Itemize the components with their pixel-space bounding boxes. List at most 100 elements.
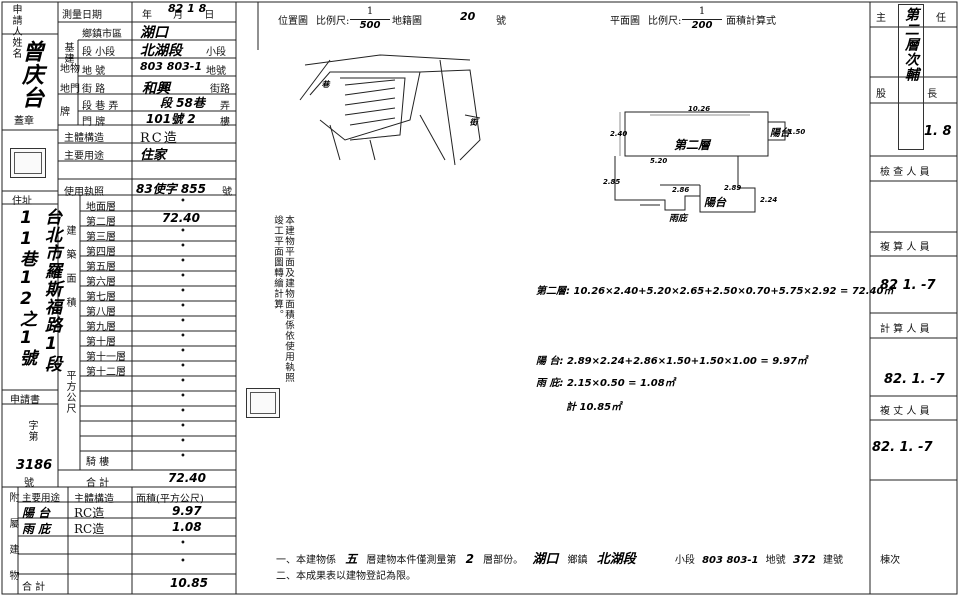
door-label: 地門 [60,84,80,95]
location-scale-num: 1 [366,6,374,17]
floor-row-area: • [180,331,186,342]
plan-dim-4: 2.85 [603,178,621,186]
use-value: 住家 [140,148,167,163]
plan-dim-5: 1.50 [788,128,806,136]
word-label: 字第 [26,420,37,442]
plan-dim-3: 5.20 [650,157,668,165]
calc-total: 計 10.85㎡ [566,402,622,413]
floor-row-area: • [180,301,186,312]
section-label: 段 小段 [82,47,116,58]
annex-row-structure: RC造 [74,522,105,536]
survey-date-units: 年 月 日 [142,10,215,21]
plan-title: 平面圖 [610,16,640,27]
map-lot-tag: 巷 [321,80,330,89]
number-value: 101號 2 [146,112,196,126]
street-suffix: 街路 [210,84,230,95]
annex-row-use: 雨 庇 [22,522,51,536]
map-street-tag: 街 [469,118,478,127]
floor-total-label: 合 計 [86,478,110,489]
enlarger-date: 82. 1. -7 [872,440,933,455]
address-label: 住址 [12,196,32,207]
location-scale-den: 500 [359,20,381,31]
application-label: 申請書 [10,395,40,406]
annex-row-area: • [180,556,186,567]
license-value: 83使字 855 [136,182,206,196]
floor-row-label: 第十層 [86,337,116,348]
floor-row-label: 第六層 [86,277,116,288]
floor-row-area: • [180,376,186,387]
checker-label: 檢 查 人 員 [880,167,930,178]
plan-dim-7: 2.24 [760,196,778,204]
reviewer-label: 複 算 人 員 [880,242,930,253]
doc-number: 3186 [16,458,53,473]
location-sheet-label: 地籍圖 [392,16,422,27]
lane-label: 段 巷 弄 [82,101,119,112]
floor-row-area: • [180,361,186,372]
plan-balcony-label: 陽台 [704,196,726,209]
floor-row-area: • [180,316,186,327]
calc-balcony: 陽 台: 2.89×2.24+2.86×1.50+1.50×1.00 = 9.9… [536,356,807,367]
floor-row-area: • [180,406,186,417]
floor-row-label: 第八層 [86,307,116,318]
location-sheet-suffix: 號 [496,16,506,27]
calc-canopy: 雨 庇: 2.15×0.50 = 1.08㎡ [536,378,675,389]
floor-row-area: • [180,196,186,207]
plan-scale-num: 1 [698,6,706,17]
floor-row-area: • [180,271,186,282]
floor-row-label: 第三層 [86,232,116,243]
floor-row-label: 騎 樓 [86,457,110,468]
floor-row-area: • [180,421,186,432]
annex-total-value: 10.85 [170,576,208,590]
location-map-sketch [299,54,481,166]
structure-label: 主體構造 [64,133,104,144]
floor-row-area: • [180,241,186,252]
annex-side-label: 附屬建物 [7,492,18,596]
floor-row-label: 第四層 [86,247,116,258]
location-scale-label: 比例尺: [316,16,350,27]
applicant-label: 申請人姓名 [10,4,21,59]
floor-row-area: • [180,436,186,447]
annex-total-label: 合 計 [22,582,46,593]
annex-row-area: 1.08 [172,520,202,534]
floor-row-label: 第十二層 [86,367,126,378]
annex-col-structure: 主體構造 [74,494,114,505]
area-unit-label: 平方公尺 [64,370,75,414]
floor-row-label: 第九層 [86,322,116,333]
license-label: 使用執照 [64,187,104,198]
floor-row-area: • [180,391,186,402]
floor-row-label: 第二層 [86,217,116,228]
street-value: 和興 [142,81,170,97]
plan-scale-den: 200 [691,20,713,31]
floor-approval-stamp: 第二層次輔 [898,4,924,150]
doc-number-suffix: 號 [24,478,34,489]
plan-balcony-label-2: 陽台 [770,128,790,139]
floor-row-area: • [180,451,186,462]
annex-col-use: 主要用途 [22,493,61,504]
plan-dim-6: 2.89 [724,184,742,192]
plan-floor-label: 第二層 [674,138,711,152]
floor-plan-sketch [614,111,786,213]
use-label: 主要用途 [64,151,104,162]
floor-row-area: • [180,226,186,237]
applicant-seal-stamp [10,148,46,178]
district-value: 湖口 [140,25,168,41]
calc-second-floor: 第二層: 10.26×2.40+5.20×2.65+2.50×0.70+5.75… [536,286,894,297]
floor-row-label: 第七層 [86,292,116,303]
enlarger-label: 複 丈 人 員 [880,406,930,417]
plan-dim-8: 2.86 [672,186,690,194]
street-label: 街 路 [82,84,106,95]
area-side-label: 建築面積 [64,225,75,321]
plan-scale-label: 比例尺: [648,16,682,27]
seal-label: 蓋章 [14,116,34,127]
lane-suffix: 弄 [220,101,230,112]
number-suffix: 樓 [220,117,230,128]
floor-row-label: 地面層 [86,202,116,213]
location-map-title: 位置圖 [278,16,308,27]
survey-date-value: 82 1 8 [168,2,207,15]
area-basis-note: 本建物平面及建物面積係依使用執照竣工平面圖轉繪計算。 [272,215,294,383]
number-label: 門 牌 [82,117,106,128]
annex-row-use: 陽 台 [22,506,51,520]
right-title-a: 主 [876,13,886,24]
section-chief-date: 1. 8 [924,124,952,139]
